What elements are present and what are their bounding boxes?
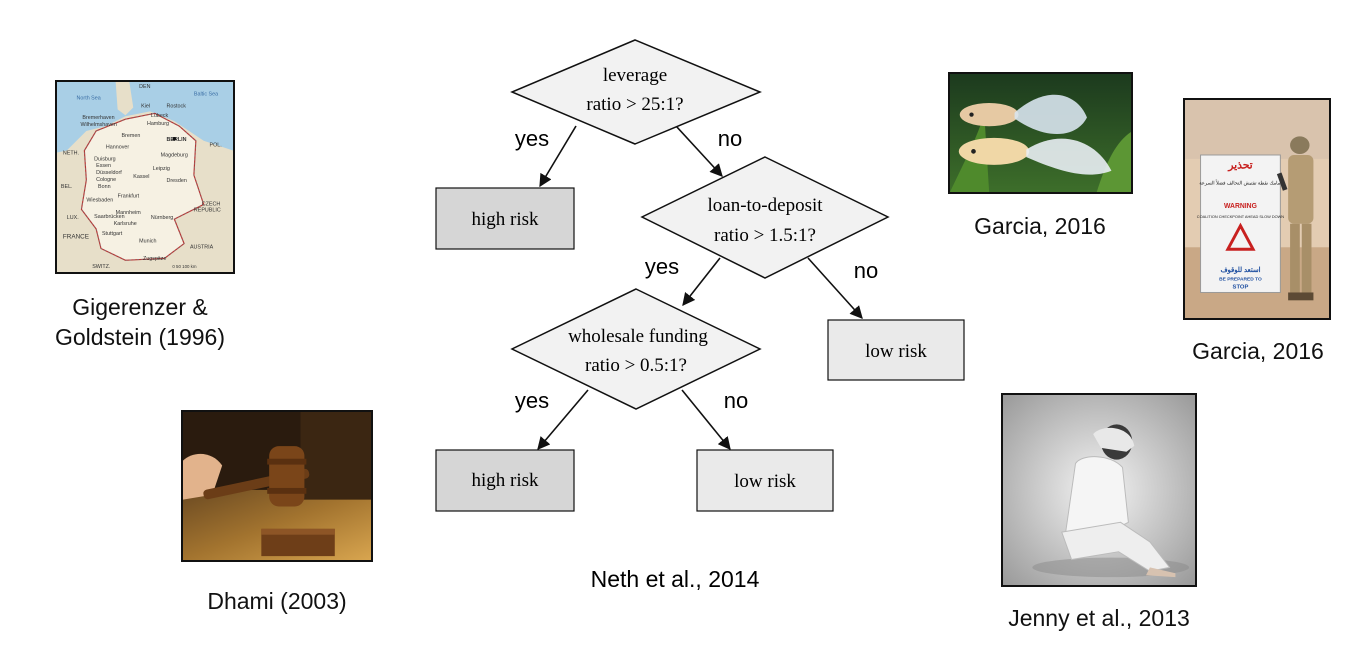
- map-label-mannheim: Mannheim: [116, 210, 142, 216]
- map-label-stuttgart: Stuttgart: [102, 231, 123, 237]
- decision-node-leverage: leverage ratio > 25:1?: [510, 39, 762, 145]
- edge-leverage-yes: [539, 125, 577, 188]
- guppy-fish-image: [948, 72, 1133, 194]
- leaf-high-risk-2-label: high risk: [471, 470, 539, 491]
- map-label-hannover: Hannover: [106, 145, 129, 151]
- edge-label-loan-no: no: [854, 258, 878, 283]
- map-label-leipzig: Leipzig: [153, 166, 170, 172]
- map-label-czech: CZECH: [202, 201, 221, 207]
- gavel-image: [181, 410, 373, 562]
- map-label-bremerhaven: Bremerhaven: [82, 115, 114, 121]
- map-label-frankfurt: Frankfurt: [118, 194, 140, 200]
- map-label-berlin: BERLIN: [167, 137, 187, 143]
- map-label-essen: Essen: [96, 163, 111, 169]
- edge-leverage-no: [675, 125, 723, 177]
- map-label-dresden: Dresden: [167, 178, 187, 184]
- map-label-zugspitze: Zugspitze: [143, 256, 166, 262]
- node-loan-line2: ratio > 1.5:1?: [714, 225, 816, 246]
- map-label-saarbrucken: Saarbrücken: [94, 214, 124, 220]
- map-label-lux: LUX.: [67, 215, 79, 221]
- edge-loan-yes: [682, 257, 721, 307]
- map-label-karlsruhe: Karlsruhe: [114, 221, 137, 227]
- edge-wholesale-no: [681, 389, 731, 450]
- sign-english-lines: COALITION CHECKPOINT AHEAD SLOW DOWN: [1197, 214, 1284, 219]
- sign-prepared: BE PREPARED TO: [1219, 277, 1262, 283]
- decision-node-loan-to-deposit: loan-to-deposit ratio > 1.5:1?: [640, 156, 890, 279]
- map-label-north-sea: North Sea: [77, 96, 101, 102]
- map-label-neth: NETH.: [63, 150, 79, 156]
- edge-label-leverage-yes: yes: [515, 126, 549, 151]
- map-label-austria: AUSTRIA: [190, 244, 214, 250]
- germany-map-image: North Sea Baltic Sea DEN Kiel Rostock Br…: [55, 80, 235, 274]
- caption-dhami: Dhami (2003): [207, 588, 347, 614]
- map-label-bonn: Bonn: [98, 184, 111, 190]
- map-label-wiesbaden: Wiesbaden: [86, 197, 113, 203]
- map-label-munich: Munich: [139, 239, 156, 245]
- map-label-hamburg: Hamburg: [147, 121, 169, 127]
- map-label-lubeck: Lübeck: [151, 113, 169, 119]
- node-loan-line1: loan-to-deposit: [707, 195, 823, 216]
- sign-arabic-bottom: استعد للوقوف: [1220, 266, 1260, 274]
- map-label-pol: POL.: [210, 143, 222, 149]
- map-label-magdeburg: Magdeburg: [161, 152, 188, 158]
- map-label-kiel: Kiel: [141, 103, 150, 109]
- node-wholesale-line1: wholesale funding: [568, 326, 708, 347]
- decision-node-wholesale-funding: wholesale funding ratio > 0.5:1?: [510, 288, 762, 410]
- leaf-high-risk-1-label: high risk: [471, 209, 539, 230]
- leaf-low-risk-1: low risk: [827, 319, 965, 381]
- caption-garcia-fish: Garcia, 2016: [974, 213, 1106, 239]
- caption-jenny: Jenny et al., 2013: [1008, 605, 1190, 631]
- map-label-den: DEN: [139, 84, 150, 90]
- map-label-switz: SWITZ.: [92, 264, 110, 270]
- map-label-scale: 0 50 100 km: [172, 264, 196, 269]
- caption-garcia-soldier: Garcia, 2016: [1192, 338, 1324, 364]
- node-leverage-line1: leverage: [603, 65, 667, 86]
- map-label-rostock: Rostock: [167, 103, 187, 109]
- caption-gigerenzer: Gigerenzer & Goldstein (1996): [54, 294, 226, 350]
- sign-arabic-lines: أمامك نقطة تفتيش التحالف فضلاً السرعة: [1199, 178, 1282, 186]
- checkpoint-soldier-image: تحذير أمامك نقطة تفتيش التحالف فضلاً الس…: [1183, 98, 1331, 320]
- node-wholesale-line2: ratio > 0.5:1?: [585, 355, 687, 376]
- map-label-bel: BEL.: [61, 184, 73, 190]
- map-label-france: FRANCE: [63, 234, 89, 241]
- leaf-high-risk-1: high risk: [435, 187, 575, 250]
- sign-arabic-top: تحذير: [1227, 160, 1252, 172]
- map-label-dusseldorf: Düsseldorf: [96, 170, 122, 176]
- map-label-duisburg: Duisburg: [94, 156, 116, 162]
- edge-label-loan-yes: yes: [645, 254, 679, 279]
- leaf-low-risk-2: low risk: [696, 449, 834, 512]
- leaf-low-risk-1-label: low risk: [865, 341, 927, 362]
- edge-label-wholesale-no: no: [724, 388, 748, 413]
- map-label-cologne: Cologne: [96, 177, 116, 183]
- node-leverage-line2: ratio > 25:1?: [586, 94, 683, 115]
- map-label-baltic-sea: Baltic Sea: [194, 92, 218, 98]
- edge-label-leverage-no: no: [718, 126, 742, 151]
- map-label-wilhelmshaven: Wilhelmshaven: [80, 122, 116, 128]
- leaf-high-risk-2: high risk: [435, 449, 575, 512]
- tree-citation: Neth et al., 2014: [591, 566, 760, 592]
- edge-loan-no: [807, 257, 863, 319]
- map-label-bremen: Bremen: [122, 133, 141, 139]
- map-label-republic: REPUBLIC: [194, 207, 221, 213]
- map-label-nurnberg: Nürnberg: [151, 215, 173, 221]
- stressed-woman-image: [1001, 393, 1197, 587]
- sign-stop: STOP: [1233, 285, 1249, 291]
- map-label-kassel: Kassel: [133, 174, 149, 180]
- leaf-low-risk-2-label: low risk: [734, 471, 796, 492]
- sign-warning: WARNING: [1224, 203, 1257, 210]
- edge-label-wholesale-yes: yes: [515, 388, 549, 413]
- edge-wholesale-yes: [537, 389, 589, 450]
